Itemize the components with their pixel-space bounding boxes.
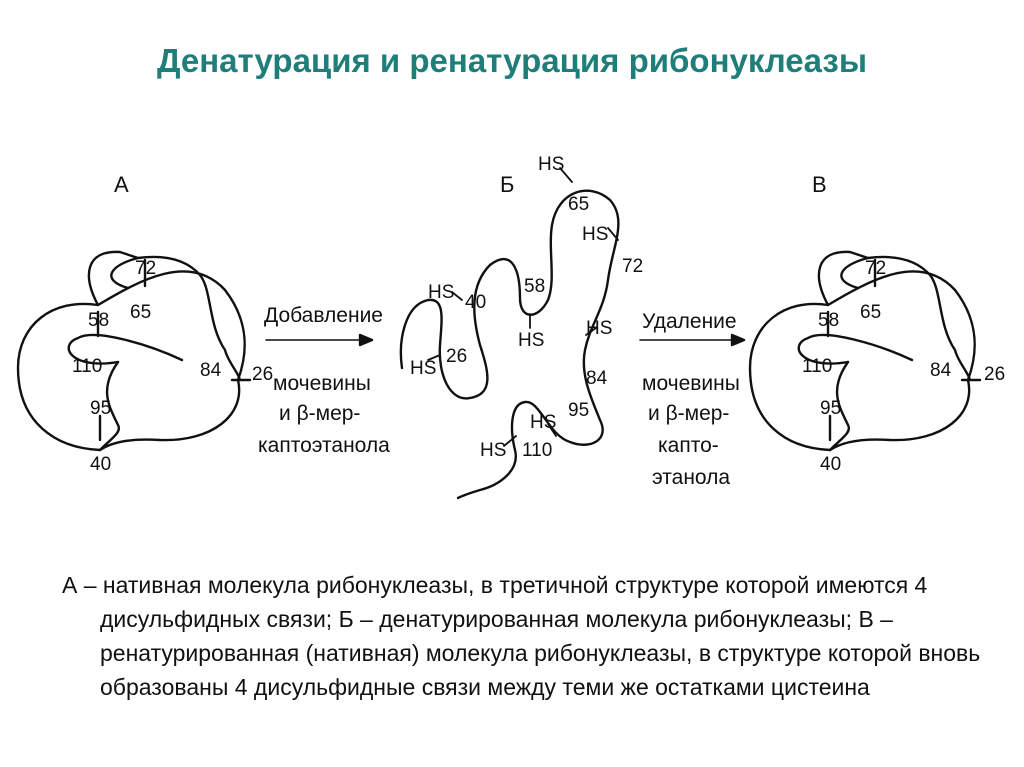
hs-26: HS [410, 358, 436, 379]
res-95-c: 95 [820, 398, 841, 419]
arrow1-line2: мочевины [273, 372, 371, 395]
res-84-c: 84 [930, 360, 952, 381]
arrow1-line1: Добавление [264, 304, 383, 327]
hs-65: HS [538, 154, 564, 175]
res-72-a: 72 [135, 258, 156, 279]
res-26-a: 26 [252, 364, 273, 385]
hs-84: HS [586, 318, 612, 339]
arrow-back [640, 335, 744, 345]
res-72-c: 72 [865, 258, 886, 279]
native-molecule-a [18, 252, 245, 450]
res-26-b: 26 [446, 346, 467, 367]
hs-110-a: HS [530, 412, 556, 433]
caption: А – нативная молекула рибонуклеазы, в тр… [62, 568, 982, 704]
label-b: Б [500, 172, 514, 197]
hs-110-b: HS [480, 440, 506, 461]
res-110-b: 110 [522, 440, 552, 461]
res-40-c: 40 [820, 454, 841, 475]
res-40-b: 40 [465, 292, 486, 313]
arrow1-line4: каптоэтанола [258, 434, 390, 457]
res-40-a: 40 [90, 454, 111, 475]
res-58-a: 58 [88, 310, 109, 331]
res-58-b: 58 [524, 276, 545, 297]
res-65-b: 65 [568, 194, 589, 215]
arrow2-line2: мочевины [642, 372, 740, 395]
res-84-a: 84 [200, 360, 222, 381]
res-95-a: 95 [90, 398, 111, 419]
res-72-b: 72 [622, 256, 643, 277]
res-110-a: 110 [72, 356, 102, 377]
arrow2-line5: этанола [652, 466, 730, 489]
ribonuclease-diagram: А Б В 72 65 58 110 84 26 95 40 HS 65 HS … [0, 140, 1024, 540]
renatured-molecule-c [750, 252, 975, 450]
arrow2-line1: Удаление [642, 310, 737, 333]
hs-72: HS [582, 224, 608, 245]
res-84-b: 84 [586, 368, 608, 389]
hs-stubs-b [428, 168, 618, 446]
caption-text: А – нативная молекула рибонуклеазы, в тр… [62, 568, 982, 704]
res-110-c: 110 [802, 356, 832, 377]
res-58-c: 58 [818, 310, 839, 331]
arrow1-line3: и β-мер- [279, 402, 360, 425]
slide-title: Денатурация и ренатурация рибонуклеазы [0, 42, 1024, 80]
hs-58: HS [518, 330, 544, 351]
arrow-forward [266, 335, 372, 345]
arrow2-line4: капто- [658, 434, 719, 457]
res-65-a: 65 [130, 302, 151, 323]
disulfide-bonds-a [98, 260, 250, 440]
res-26-c: 26 [984, 364, 1005, 385]
disulfide-bonds-c [828, 260, 980, 440]
arrow2-line3: и β-мер- [648, 402, 729, 425]
label-a: А [114, 172, 129, 197]
hs-40: HS [428, 282, 454, 303]
label-c: В [812, 172, 827, 197]
res-95-b: 95 [568, 400, 589, 421]
res-65-c: 65 [860, 302, 881, 323]
